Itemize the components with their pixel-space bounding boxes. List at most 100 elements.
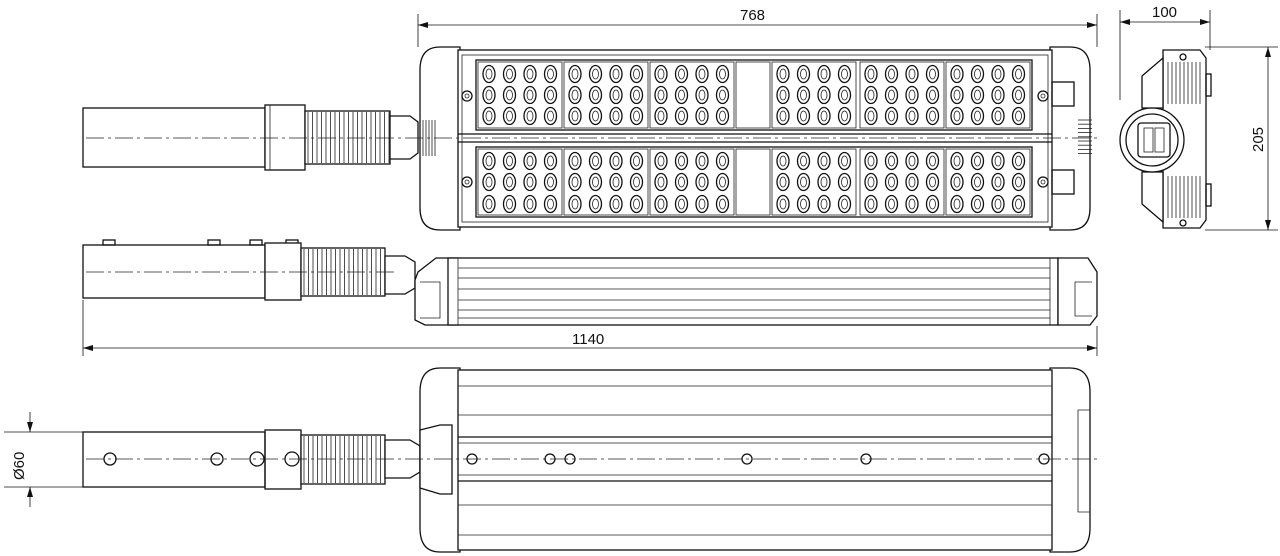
led-module [945, 61, 1031, 129]
led-core [888, 68, 895, 80]
led-core [612, 176, 620, 188]
led-module [945, 148, 1031, 216]
led-lens [991, 172, 1005, 192]
end-lower-wedge [1141, 171, 1164, 224]
led-core [571, 110, 579, 122]
led-core [841, 89, 848, 101]
led-lens [502, 151, 517, 171]
led-core [1015, 198, 1022, 210]
led-lens [502, 172, 517, 192]
led-lens [543, 151, 558, 171]
led-core [953, 89, 961, 101]
led-lens [991, 85, 1005, 105]
led-module [649, 61, 735, 129]
led-core [698, 89, 706, 101]
led-lens [970, 106, 985, 126]
corrugated-neck-bottom [300, 434, 386, 485]
led-core [719, 110, 726, 122]
led-core [547, 198, 554, 210]
led-lens [950, 194, 964, 214]
led-lens [609, 172, 623, 192]
led-core [867, 68, 875, 80]
led-lens [674, 64, 689, 84]
led-core [867, 110, 875, 122]
bracket-plate [419, 424, 453, 495]
led-lens [950, 64, 964, 84]
led-lens [796, 106, 811, 126]
led-lens [970, 64, 985, 84]
led-lens [482, 106, 496, 126]
led-core [657, 89, 665, 101]
led-lens [864, 151, 878, 171]
led-core [657, 155, 665, 167]
led-core [678, 68, 685, 80]
led-core [953, 198, 961, 210]
led-core [719, 68, 726, 80]
led-lens [543, 194, 558, 214]
led-core [974, 198, 981, 210]
led-lens [588, 151, 603, 171]
led-lens [609, 64, 623, 84]
led-lens [837, 64, 852, 84]
led-core [485, 89, 493, 101]
led-lens [695, 194, 709, 214]
led-lens [817, 194, 831, 214]
led-core [953, 155, 961, 167]
led-core [908, 68, 916, 80]
led-lens [884, 151, 899, 171]
led-lens [925, 106, 940, 126]
housing-body-bottom [457, 369, 1053, 551]
led-module [477, 61, 563, 129]
led-core [506, 68, 513, 80]
mounting-pipe [82, 107, 266, 168]
led-core [678, 110, 685, 122]
housing-screws [461, 90, 1049, 188]
led-lens [523, 151, 537, 171]
panel-gap [735, 61, 771, 129]
led-lens [568, 106, 582, 126]
mounting-pipe-side [82, 244, 266, 299]
led-core [506, 155, 513, 167]
dimension-768: 768 [417, 7, 1098, 47]
led-lens [502, 85, 517, 105]
led-lens [905, 172, 919, 192]
led-core [820, 68, 828, 80]
led-core [974, 155, 981, 167]
led-core [974, 89, 981, 101]
led-core [929, 89, 936, 101]
led-lens [837, 194, 852, 214]
led-lens [695, 64, 709, 84]
led-core [719, 176, 726, 188]
led-core [485, 110, 493, 122]
led-core [1015, 68, 1022, 80]
led-core [953, 176, 961, 188]
dimension-100: 100 [1119, 4, 1211, 100]
led-lens [1011, 64, 1026, 84]
led-module [563, 148, 649, 216]
led-lens [884, 106, 899, 126]
led-lens [568, 85, 582, 105]
pipe-clamp-side [264, 242, 302, 301]
led-lens [925, 151, 940, 171]
led-core [994, 89, 1002, 101]
led-core [908, 155, 916, 167]
led-core [820, 198, 828, 210]
led-core [633, 198, 640, 210]
led-core [888, 198, 895, 210]
led-core [800, 155, 807, 167]
led-lens [796, 172, 811, 192]
led-core [678, 198, 685, 210]
led-core [908, 89, 916, 101]
led-core [800, 68, 807, 80]
led-module [563, 61, 649, 129]
led-core [719, 155, 726, 167]
side-view: 1140 [82, 239, 1098, 356]
led-core [506, 198, 513, 210]
led-core [929, 176, 936, 188]
neck-connector [389, 115, 419, 160]
led-lens [523, 85, 537, 105]
led-lens [950, 85, 964, 105]
led-lens [715, 172, 730, 192]
led-core [592, 68, 599, 80]
neck-connector-side [384, 255, 416, 295]
